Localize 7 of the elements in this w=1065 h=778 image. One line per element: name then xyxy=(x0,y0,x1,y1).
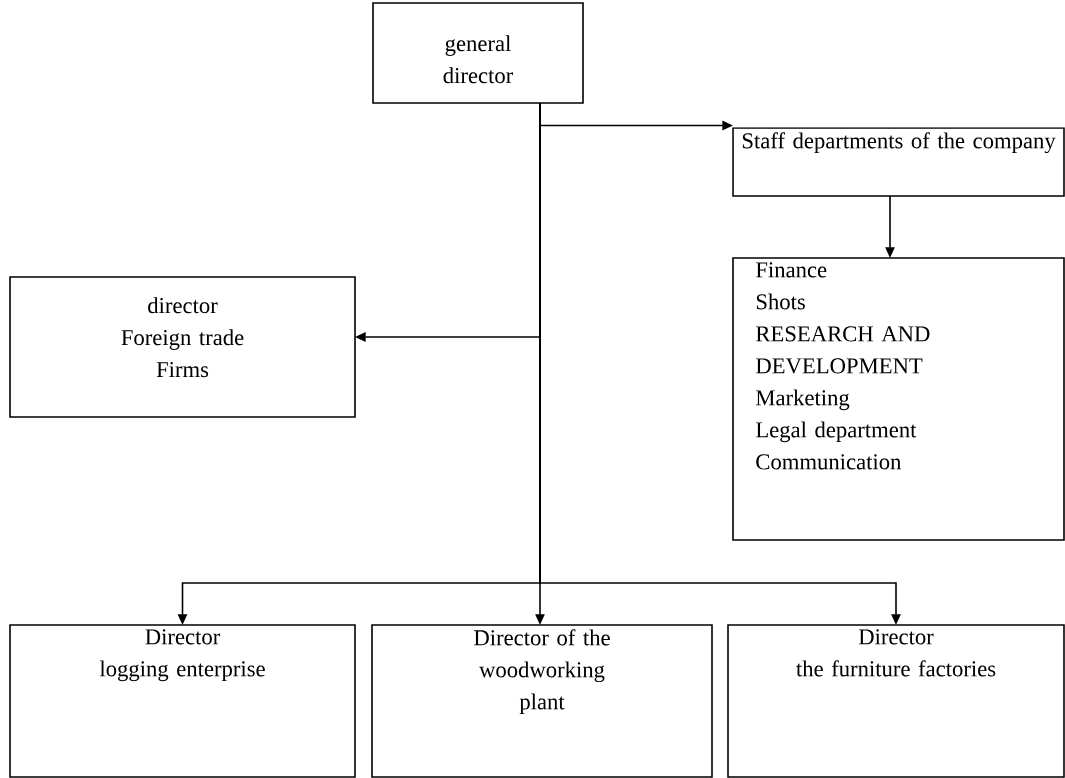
org-box: Director the furniture factories xyxy=(727,624,1065,778)
org-box: Director of the woodworking plant xyxy=(371,624,713,778)
org-box: director Foreign trade Firms xyxy=(9,276,356,418)
org-box: general director xyxy=(372,2,584,104)
org-box: Director logging enterprise xyxy=(9,624,356,778)
list-box: Finance Shots RESEARCH AND DEVELOPMENT Marketing Legal department Communication xyxy=(732,257,1065,541)
org-box: Staff departments of the company xyxy=(732,127,1065,197)
